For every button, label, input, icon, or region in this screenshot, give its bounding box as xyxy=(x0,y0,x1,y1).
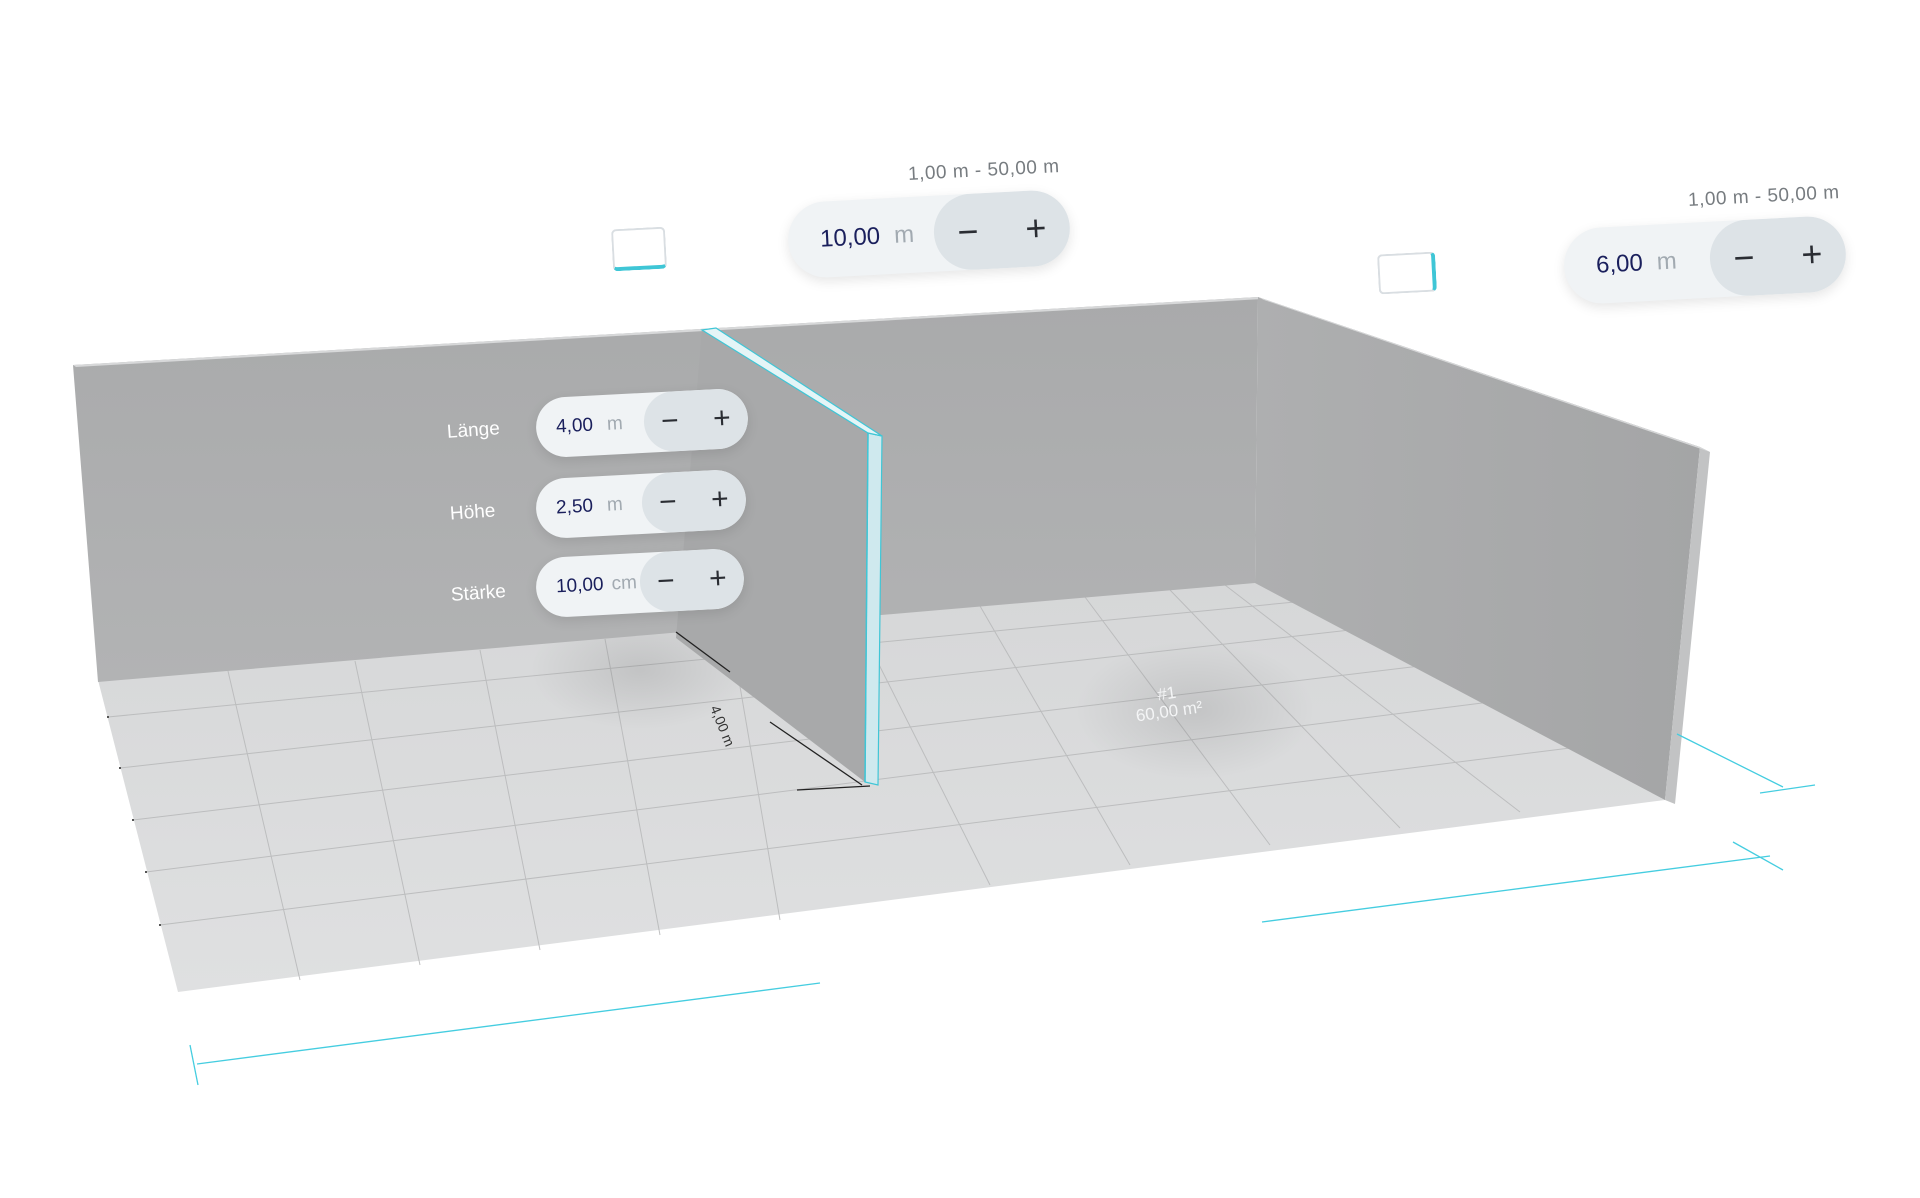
height-value[interactable]: 2,50 xyxy=(555,495,594,519)
thickness-unit: cm xyxy=(611,572,638,595)
wall-dimension-line xyxy=(675,631,871,791)
height-unit: m xyxy=(606,493,624,516)
width-measure-guide xyxy=(189,982,821,1086)
width-decrement-button[interactable]: − xyxy=(956,210,980,253)
height-decrement-button[interactable]: − xyxy=(658,485,678,520)
height-label: Höhe xyxy=(449,500,497,525)
height-stepper[interactable]: 2,50 m − + xyxy=(534,468,748,540)
right-wall[interactable] xyxy=(1255,297,1700,800)
thickness-decrement-button[interactable]: − xyxy=(656,564,676,599)
width-stepper-buttons: − + xyxy=(932,188,1072,272)
thickness-value[interactable]: 10,00 xyxy=(555,573,605,598)
depth-unit: m xyxy=(1656,247,1678,276)
length-unit: m xyxy=(606,413,624,435)
thickness-stepper-buttons: − + xyxy=(638,547,746,613)
length-stepper[interactable]: 4,00 m − + xyxy=(534,387,750,459)
thickness-stepper[interactable]: 10,00 cm − + xyxy=(534,547,746,619)
length-value[interactable]: 4,00 xyxy=(555,414,594,438)
thickness-label: Stärke xyxy=(450,581,507,606)
height-stepper-buttons: − + xyxy=(640,468,748,534)
back-wall-select-icon[interactable] xyxy=(610,226,668,272)
depth-stepper-buttons: − + xyxy=(1708,214,1848,298)
length-decrement-button[interactable]: − xyxy=(660,404,680,438)
depth-measure-guide xyxy=(1261,733,1816,923)
length-stepper-buttons: − + xyxy=(642,387,750,453)
right-wall-select-icon[interactable] xyxy=(1376,251,1438,295)
length-label: Länge xyxy=(446,418,501,443)
width-unit: m xyxy=(893,220,915,249)
width-stepper[interactable]: 10,00 m − + xyxy=(786,188,1072,280)
width-value[interactable]: 10,00 xyxy=(819,222,881,253)
depth-value[interactable]: 6,00 xyxy=(1595,249,1644,279)
depth-stepper[interactable]: 6,00 m − + xyxy=(1562,214,1848,306)
depth-decrement-button[interactable]: − xyxy=(1732,236,1756,279)
